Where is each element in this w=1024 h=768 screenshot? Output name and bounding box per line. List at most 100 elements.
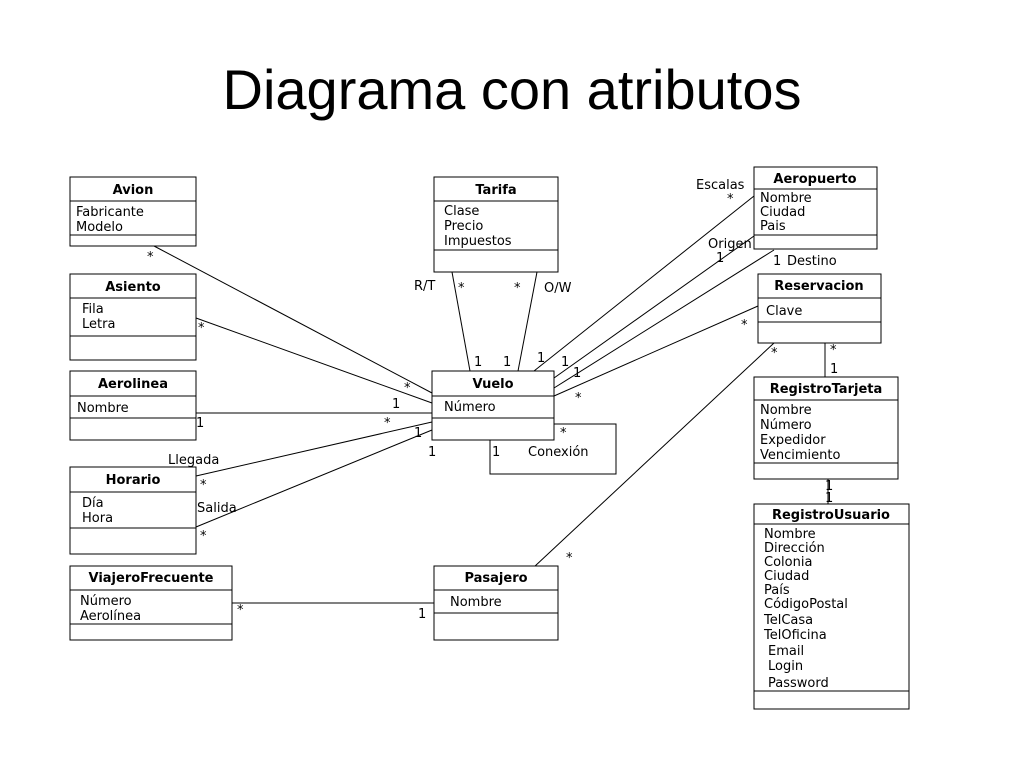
class-avion: Avion Fabricante Modelo — [69, 176, 197, 247]
one-vuelo-asiento: 1 — [392, 397, 400, 412]
role-salida: Salida — [197, 501, 237, 516]
class-pasajero: Pasajero Nombre — [433, 565, 559, 641]
mult-conexion: * — [560, 426, 567, 441]
assoc-reservacion-pasajero — [533, 342, 775, 568]
class-registro-tarjeta: RegistroTarjeta Nombre Número Expedidor … — [753, 376, 899, 480]
attribute: Email — [768, 644, 804, 659]
one-origen: 1 — [716, 251, 724, 266]
attribute: País — [764, 583, 790, 598]
one-aerolinea: 1 — [196, 416, 204, 431]
mult-reservacion-tarjeta: * — [830, 343, 837, 358]
mult-tarifa-rt: * — [458, 281, 465, 296]
class-name: Reservacion — [774, 279, 863, 294]
attribute: Colonia — [764, 555, 812, 570]
assoc-origen — [553, 235, 755, 379]
class-horario: Horario Día Hora — [69, 466, 197, 555]
role-destino: Destino — [787, 254, 837, 269]
class-tarifa: Tarifa Clase Precio Impuestos — [433, 176, 559, 273]
one-destino: 1 — [773, 254, 781, 269]
one-tarjeta-top: 1 — [830, 362, 838, 377]
class-asiento: Asiento Fila Letra — [69, 273, 197, 361]
mult-reservacion-pasajero: * — [771, 346, 778, 361]
assoc-escalas — [533, 195, 755, 372]
one-vuelo-tarifa-b: 1 — [503, 355, 511, 370]
mult-avion: * — [147, 250, 154, 265]
assoc-horario-salida — [195, 429, 433, 528]
class-vuelo: Vuelo Número — [431, 370, 555, 441]
attribute: Letra — [82, 317, 115, 332]
class-name: RegistroTarjeta — [770, 382, 883, 397]
attribute: Fila — [82, 302, 104, 317]
assoc-avion-vuelo — [153, 245, 433, 394]
multiplicity-labels: * * * * * * * * * * * * * * * * 1 1 1 1 … — [147, 178, 838, 622]
class-name: Avion — [113, 183, 154, 198]
mult-asiento: * — [198, 321, 205, 336]
mult-viajero: * — [237, 603, 244, 618]
class-name: ViajeroFrecuente — [88, 571, 213, 586]
role-llegada: Llegada — [168, 453, 219, 468]
class-viajero-frecuente: ViajeroFrecuente Número Aerolínea — [69, 565, 233, 641]
attribute: Precio — [444, 219, 483, 234]
class-name: Aerolinea — [98, 377, 168, 392]
attribute: Clave — [766, 304, 802, 319]
assoc-asiento-vuelo — [195, 317, 433, 404]
mult-vuelo-avion: * — [404, 381, 411, 396]
attribute: Nombre — [760, 403, 812, 418]
class-name: RegistroUsuario — [772, 508, 890, 523]
attribute: Número — [80, 594, 132, 609]
mult-escalas: * — [727, 192, 734, 207]
role-escalas: Escalas — [696, 178, 745, 193]
one-vuelo-tarifa-a: 1 — [474, 355, 482, 370]
attribute: Dirección — [764, 541, 825, 556]
one-tarjeta-bottom: 1 — [825, 479, 833, 494]
attribute: Expedidor — [760, 433, 826, 448]
role-origen: Origen — [708, 237, 752, 252]
attribute: Login — [768, 659, 803, 674]
one-vuelo-destino: 1 — [573, 366, 581, 381]
attribute: CódigoPostal — [764, 597, 848, 612]
attribute: Ciudad — [760, 205, 805, 220]
attribute: Fabricante — [76, 205, 144, 220]
class-name: Horario — [106, 473, 161, 488]
attribute: Password — [768, 676, 829, 691]
mult-reservacion-vuelo: * — [741, 318, 748, 333]
mult-horario-llegada: * — [200, 478, 207, 493]
assoc-reservacion-vuelo — [553, 305, 759, 397]
one-pasajero: 1 — [418, 607, 426, 622]
attribute: TelOficina — [763, 628, 827, 643]
attribute: Nombre — [764, 527, 816, 542]
class-name: Pasajero — [464, 571, 527, 586]
class-name: Asiento — [105, 280, 161, 295]
class-registro-usuario: RegistroUsuario Nombre Dirección Colonia… — [753, 503, 910, 710]
one-vuelo-llegada: 1 — [414, 426, 422, 441]
attribute: Vencimiento — [760, 448, 840, 463]
attribute: Nombre — [760, 191, 812, 206]
slide-title: Diagrama con atributos — [222, 58, 802, 121]
attribute: Nombre — [77, 401, 129, 416]
attribute: Número — [760, 418, 812, 433]
mult-tarifa-ow: * — [514, 281, 521, 296]
associations — [153, 195, 829, 604]
assoc-destino — [553, 249, 775, 389]
class-aeropuerto: Aeropuerto Nombre Ciudad Pais — [753, 166, 878, 250]
one-usuario-top: 1 — [825, 491, 833, 506]
mult-vuelo-aerolinea: * — [384, 416, 391, 431]
attribute: Día — [82, 496, 104, 511]
attribute: Modelo — [76, 220, 123, 235]
role-rt: R/T — [414, 279, 435, 294]
one-vuelo-origen: 1 — [561, 355, 569, 370]
class-reservacion: Reservacion Clave — [757, 273, 882, 344]
one-conexion: 1 — [492, 445, 500, 460]
attribute: Número — [444, 400, 496, 415]
assoc-tarifa-ow — [517, 271, 538, 372]
attribute: Hora — [82, 511, 113, 526]
mult-horario-salida: * — [200, 529, 207, 544]
assoc-horario-llegada — [195, 421, 433, 477]
attribute: Nombre — [450, 595, 502, 610]
class-name: Tarifa — [475, 183, 516, 198]
mult-pasajero-reservacion: * — [566, 551, 573, 566]
attribute: TelCasa — [763, 613, 813, 628]
class-name: Aeropuerto — [773, 172, 856, 187]
attribute: Impuestos — [444, 234, 512, 249]
